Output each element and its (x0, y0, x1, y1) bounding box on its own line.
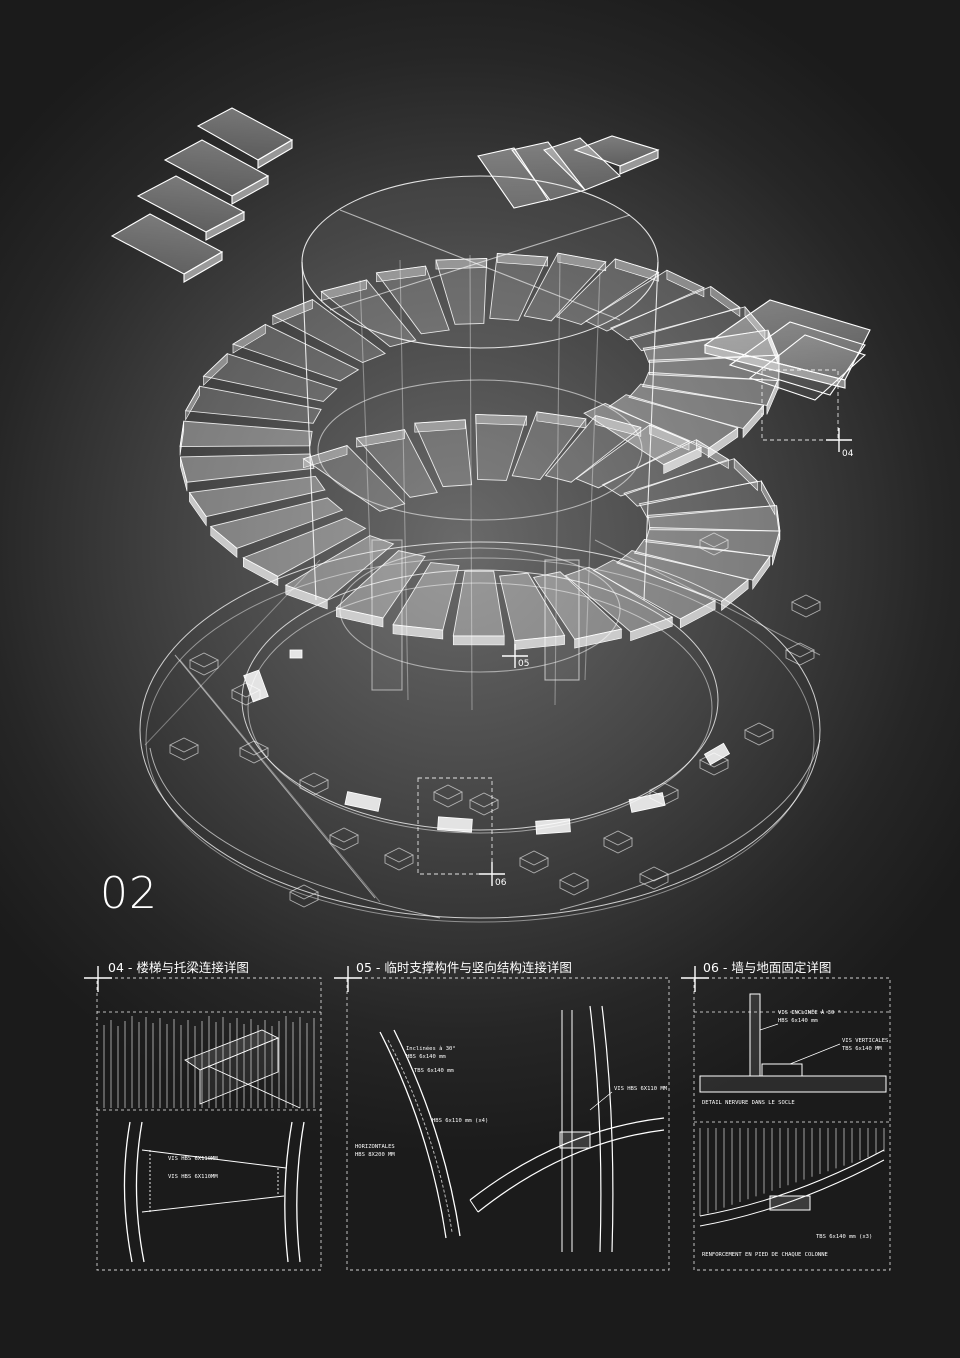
stair-tread-edge (180, 456, 188, 492)
footing-block (288, 884, 320, 908)
detail-06-label-1: VIS INCLINÉE À 30 ° (778, 1008, 841, 1016)
stair-tread-edge (452, 635, 505, 646)
footing-block (298, 772, 330, 796)
detail-04-beam (184, 1029, 301, 1109)
detail-06-label-6: TBS 6x140 mm (x3) (816, 1234, 872, 1240)
detail-04-title: 04 - 楼梯与托梁连接详图 (108, 960, 249, 975)
stair-tread-edge (663, 446, 702, 475)
detail-04-label-2: VIS HBS 6X110MM (168, 1174, 218, 1180)
exploded-treads-right (703, 299, 871, 401)
footing-block (558, 872, 590, 896)
footing-block (602, 830, 634, 854)
footing-block (698, 532, 730, 556)
detail-06-label-3: VIS VERTICALES (842, 1038, 888, 1044)
footing-block (468, 792, 500, 816)
detail-06-title: 06 - 墙与地面固定详图 (703, 960, 832, 975)
stair-tread-edge (210, 525, 238, 558)
detail-04-label-1: VIS HBS 6X110MM (168, 1156, 218, 1162)
detail-05-title: 05 - 临时支撑构件与竖向结构连接详图 (356, 960, 572, 975)
stair-tread-edge (285, 584, 328, 610)
detail-05-label-4: HBS 6x110 mm (x4) (432, 1118, 488, 1124)
stair-tread-edge (356, 429, 405, 448)
spiral-treads (179, 252, 781, 650)
detail-panels (84, 966, 891, 1271)
detail-05-label-5: HORIZONTALES (355, 1144, 395, 1150)
stair-tread-edge (496, 253, 548, 267)
stair-tread-edge (574, 628, 622, 649)
stair-tread-edge (557, 252, 607, 272)
footing-block (743, 722, 775, 746)
stair-tread-edge (614, 258, 659, 282)
stair-tread-edge (232, 323, 266, 354)
stair-tread-edge (679, 599, 716, 629)
exploded-treads-left (110, 107, 294, 283)
sheet-number: 02 (100, 868, 158, 919)
footing-block (518, 850, 550, 874)
footing-block (790, 594, 822, 618)
stair-tread-edge (376, 265, 426, 283)
stair-tread-edge (336, 607, 384, 628)
detail-06-base (699, 1149, 885, 1227)
detail-06-label-4: TBS 6x140 MM (842, 1046, 882, 1052)
detail-05-label-6: HBS 8X200 MM (355, 1152, 395, 1158)
stair-tread-edge (630, 616, 673, 642)
footing-block (383, 847, 415, 871)
stair-tread-edge (707, 427, 739, 459)
detail-05-label-7: VIS HBS 6X110 MM (614, 1086, 668, 1092)
detail-box-04 (761, 369, 839, 441)
stair-tread-edge (179, 421, 185, 456)
footing-block (432, 784, 464, 808)
stair-tread-edge (666, 269, 705, 298)
footing-block (238, 740, 270, 764)
footing-block (168, 737, 200, 761)
detail-06-slats (699, 1128, 885, 1216)
stair-tread-edge (321, 279, 367, 301)
stair-tread-edge (595, 415, 642, 437)
stair-tread-edge (185, 385, 200, 421)
callout-06: 06 (495, 878, 507, 888)
footing-block (328, 827, 360, 851)
footing-block (638, 866, 670, 890)
stair-tread-edge (189, 491, 207, 527)
stair-tread-edge (303, 445, 348, 469)
stair-tread-edge (752, 555, 771, 591)
callout-04: 04 (842, 449, 854, 459)
stair-tread-edge (435, 258, 488, 270)
callout-05: 05 (518, 659, 529, 669)
stair-tread-edge (272, 299, 313, 325)
detail-04-plan (123, 1121, 305, 1263)
exploded-treads-top (477, 135, 660, 209)
stair-tread-edge (203, 352, 228, 386)
detail-05-post (469, 1005, 665, 1253)
stair-tread-edge (392, 624, 444, 640)
detail-05-label-3: TBS 6x140 mm (414, 1068, 454, 1074)
detail-05-label-2: HBS 6x140 mm (406, 1054, 446, 1060)
stair-tread (179, 453, 315, 483)
footing-block (784, 642, 816, 666)
stair-tread (179, 420, 313, 447)
stair-tread (452, 570, 505, 637)
stair-tread-edge (742, 404, 764, 439)
stair-tread-edge (242, 557, 279, 586)
stair-tread-edge (721, 579, 749, 612)
footing-block (188, 652, 220, 676)
detail-04-slats (103, 1016, 315, 1108)
stair-tread-edge (772, 530, 780, 566)
detail-06-section (699, 993, 887, 1093)
ring-joint-plates (243, 649, 731, 835)
detail-06-label-2: HBS 6x140 mm (778, 1018, 818, 1024)
base-platform (139, 539, 821, 923)
detail-05-label-1: Inclinées à 30° (406, 1045, 456, 1052)
detail-box-06 (417, 777, 493, 875)
stair-tread-edge (710, 285, 741, 318)
callout-crosshairs (479, 428, 852, 886)
stair-tread-edge (475, 414, 527, 426)
detail-05-rib (379, 1029, 461, 1239)
detail-06-label-7: RENFORCEMENT EN PIED DE CHAQUE COLONNE (702, 1252, 828, 1258)
stair-tread-edge (414, 419, 466, 433)
detail-06-label-5: DETAIL NERVURE DANS LE SOCLE (702, 1100, 795, 1106)
